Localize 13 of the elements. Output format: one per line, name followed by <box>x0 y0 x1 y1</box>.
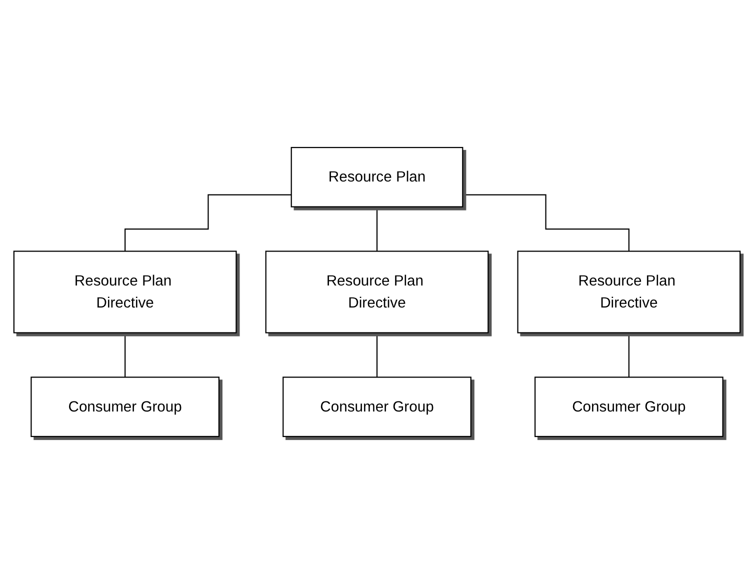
process-box: Consumer Group <box>30 376 220 438</box>
connector-line <box>124 332 126 378</box>
connector-line <box>628 332 630 378</box>
connector-line <box>124 194 292 252</box>
process-box: Resource Plan Directive <box>13 250 237 334</box>
process-box: Resource Plan Directive <box>517 250 741 334</box>
connector-line <box>462 194 630 252</box>
process-box: Resource Plan <box>290 146 464 208</box>
process-box: Resource Plan Directive <box>265 250 489 334</box>
connector-line <box>376 332 378 378</box>
process-box: Consumer Group <box>282 376 472 438</box>
connector-line <box>376 206 378 252</box>
process-box: Consumer Group <box>534 376 724 438</box>
